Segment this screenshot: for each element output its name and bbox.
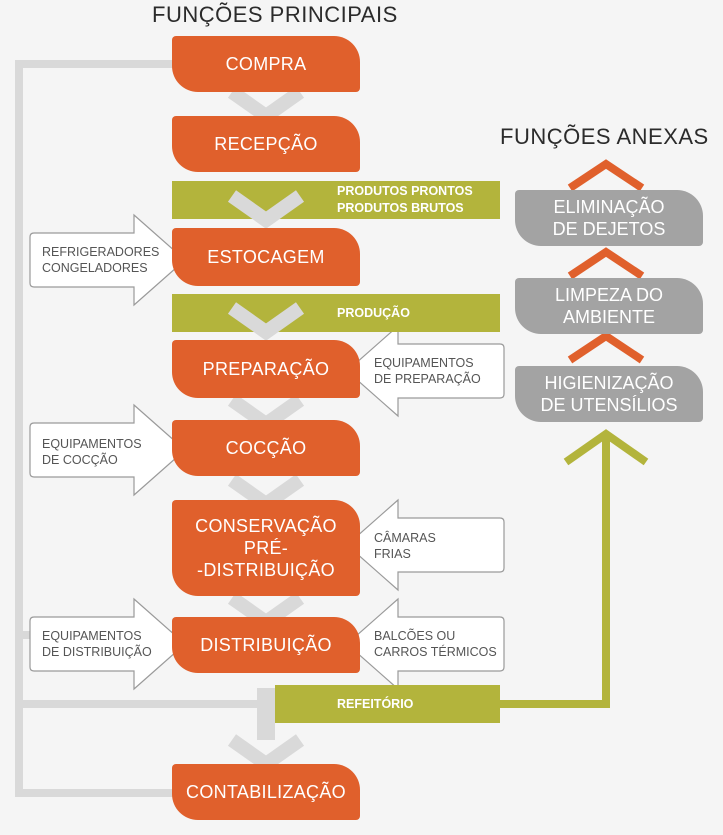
input-camaras-line2: FRIAS <box>374 547 411 561</box>
annex-higienizacao: HIGIENIZAÇÃO DE UTENSÍLIOS <box>515 366 703 422</box>
chevron-up-icon <box>567 247 645 280</box>
band-producao: PRODUÇÃO <box>172 294 500 332</box>
annex-eliminacao-line2: DE DEJETOS <box>552 219 666 239</box>
annex-eliminacao: ELIMINAÇÃO DE DEJETOS <box>515 190 703 246</box>
arrow-left-balcoes <box>346 597 505 691</box>
input-refrigeradores-label: REFRIGERADORES CONGELADORES <box>42 244 159 276</box>
step-estocagem: ESTOCAGEM <box>172 228 360 286</box>
main-functions-heading: FUNÇÕES PRINCIPAIS <box>152 2 398 27</box>
step-recepcao: RECEPÇÃO <box>172 116 360 172</box>
input-equip-coccao-line2: DE COCÇÃO <box>42 453 118 467</box>
step-distribuicao: DISTRIBUIÇÃO <box>172 617 360 673</box>
band-refeitorio-label: REFEITÓRIO <box>337 697 414 711</box>
step-coccao: COCÇÃO <box>172 420 360 476</box>
chevron-up-icon <box>567 159 645 192</box>
annex-limpeza-line1: LIMPEZA DO <box>554 285 664 305</box>
annex-limpeza-line2: AMBIENTE <box>562 307 655 327</box>
band-producao-label: PRODUÇÃO <box>337 306 410 320</box>
step-preparacao: PREPARAÇÃO <box>172 340 360 398</box>
annex-arrow <box>500 429 649 708</box>
annex-eliminacao-line1: ELIMINAÇÃO <box>553 197 665 217</box>
chevron-down-icon <box>227 734 305 773</box>
step-compra: COMPRA <box>172 36 360 92</box>
annex-higienizacao-line1: HIGIENIZAÇÃO <box>544 373 674 393</box>
step-conservacao-line1: CONSERVAÇÃO <box>195 516 337 536</box>
chevron-down-icon <box>227 86 305 125</box>
input-refrigeradores-line1: REFRIGERADORES <box>42 245 160 259</box>
input-equip-preparacao-label: EQUIPAMENTOS DE PREPARAÇÃO <box>374 355 481 387</box>
input-equip-preparacao-line2: DE PREPARAÇÃO <box>374 372 481 386</box>
input-equip-distribuicao-line2: DE DISTRIBUIÇÃO <box>42 645 152 659</box>
arrow-left-equip-preparacao <box>346 324 505 418</box>
step-conservacao-line3: -DISTRIBUIÇÃO <box>197 560 335 580</box>
annex-higienizacao-line2: DE UTENSÍLIOS <box>540 395 678 415</box>
input-equip-preparacao-line1: EQUIPAMENTOS <box>374 356 474 370</box>
band-produtos-line1: PRODUTOS PRONTOS <box>337 184 473 198</box>
arrow-right-refrigeradores <box>29 213 186 307</box>
input-balcoes-line2: CARROS TÉRMICOS <box>374 645 497 659</box>
input-balcoes-label: BALCÕES OU CARROS TÉRMICOS <box>374 628 497 660</box>
input-equip-coccao-line1: EQUIPAMENTOS <box>42 437 142 451</box>
step-conservacao-line2: PRÉ- <box>243 538 289 558</box>
input-equip-coccao-label: EQUIPAMENTOS DE COCÇÃO <box>42 436 142 468</box>
band-produtos: PRODUTOS PRONTOS PRODUTOS BRUTOS <box>172 181 500 219</box>
annex-arrow-line <box>500 436 610 708</box>
input-arrows <box>29 213 505 691</box>
annex-limpeza: LIMPEZA DO AMBIENTE <box>515 278 703 334</box>
band-produtos-line2: PRODUTOS BRUTOS <box>337 201 464 215</box>
step-conservacao: CONSERVAÇÃO PRÉ- -DISTRIBUIÇÃO <box>172 500 360 596</box>
input-equip-distribuicao-line1: EQUIPAMENTOS <box>42 629 142 643</box>
input-camaras-line1: CÂMARAS <box>374 531 436 545</box>
loop-line <box>15 60 174 797</box>
input-equip-distribuicao-label: EQUIPAMENTOS DE DISTRIBUIÇÃO <box>42 628 152 660</box>
arrow-up-icon <box>563 429 649 466</box>
input-balcoes-line1: BALCÕES OU <box>374 629 456 643</box>
arrow-right-equip-coccao <box>29 403 186 497</box>
input-camaras-label: CÂMARAS FRIAS <box>374 530 436 562</box>
annex-chevrons <box>567 159 645 364</box>
annex-functions-heading: FUNÇÕES ANEXAS <box>500 124 709 149</box>
arrow-right-equip-distribuicao <box>29 597 186 691</box>
chevron-up-icon <box>567 331 645 364</box>
band-refeitorio: REFEITÓRIO <box>275 685 500 723</box>
input-refrigeradores-line2: CONGELADORES <box>42 261 148 275</box>
arrow-left-camaras <box>346 498 505 592</box>
step-contabilizacao: CONTABILIZAÇÃO <box>172 764 360 820</box>
